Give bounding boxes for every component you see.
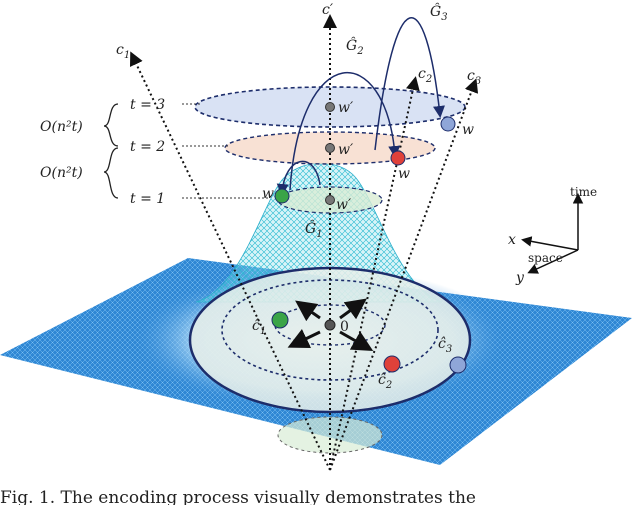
label-hat-c1: ĉ1	[252, 318, 266, 337]
axis-c3	[329, 78, 479, 471]
ball-red-c2	[383, 355, 401, 373]
ball-green-t1	[274, 188, 290, 204]
label-w-prime-3: w′	[338, 100, 354, 116]
label-w-left: w	[262, 186, 274, 202]
ball-green-c1	[271, 311, 289, 329]
arrow-G2	[289, 71, 401, 191]
label-w-mid: w	[398, 166, 410, 182]
center-dot-t1	[325, 195, 335, 205]
ball-blue-t3	[440, 116, 456, 132]
label-hat-c2: ĉ2	[378, 372, 392, 391]
origin-dot	[324, 319, 336, 331]
axis-c2	[329, 76, 420, 471]
label-c2: c2	[418, 66, 432, 85]
label-c3: c3	[467, 68, 481, 87]
brace-lower	[103, 147, 119, 199]
label-t3: t = 3	[130, 97, 165, 113]
label-axis-time: time	[570, 185, 597, 199]
arrow-G1	[276, 160, 321, 196]
label-cost-lower: O(n²t)	[40, 165, 83, 181]
dir-arrow-se	[339, 330, 374, 351]
label-axis-space: space	[528, 251, 563, 265]
dir-arrow-ne	[339, 298, 367, 320]
label-G1: Ĝ1	[305, 219, 323, 240]
dir-arrow-nw	[295, 300, 321, 322]
label-t1: t = 1	[130, 191, 165, 207]
center-dot-t2	[325, 143, 335, 153]
label-c-prime: c′	[322, 2, 334, 18]
label-w-prime-2: w′	[338, 142, 354, 158]
dir-arrow-sw	[287, 329, 321, 348]
label-t2: t = 2	[130, 139, 165, 155]
label-w-prime-1: w′	[336, 197, 352, 213]
brace-upper	[103, 103, 119, 147]
axis-c1	[129, 51, 331, 471]
ball-blue-c3	[449, 356, 467, 374]
label-cost-upper: O(n²t)	[40, 119, 83, 135]
label-c1: c1	[116, 42, 130, 61]
center-dot-t3	[325, 102, 335, 112]
arrow-G3	[374, 17, 445, 151]
coordinate-axes-icon	[521, 193, 584, 274]
label-w-right: w	[462, 122, 474, 138]
label-axis-y: y	[515, 270, 525, 286]
label-origin: 0	[340, 319, 349, 335]
label-hat-c3: ĉ3	[438, 336, 452, 355]
figure-caption: Fig. 1. The encoding process visually de…	[0, 488, 476, 505]
label-G2: Ĝ2	[346, 36, 364, 57]
ball-red-t2	[390, 150, 406, 166]
label-G3: Ĝ3	[430, 2, 448, 23]
label-axis-x: x	[508, 232, 516, 248]
